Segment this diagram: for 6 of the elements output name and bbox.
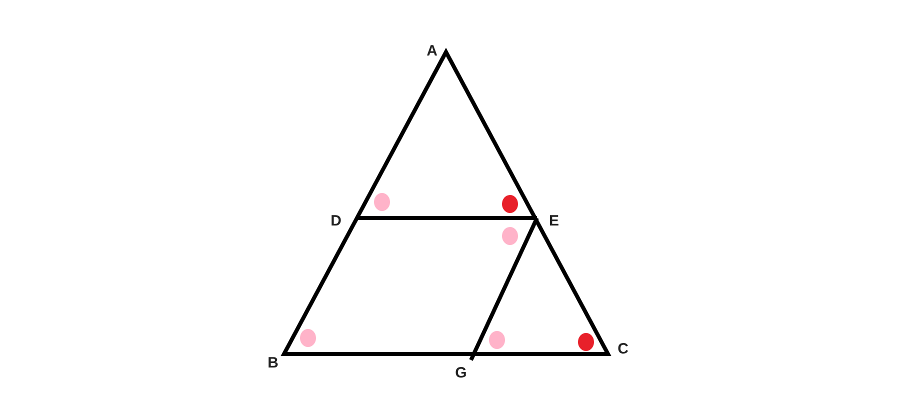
point-label: B	[268, 356, 278, 370]
point-label: A	[426, 44, 438, 58]
point-label: D	[330, 214, 342, 228]
point-label: E	[549, 214, 559, 228]
point-label: G	[455, 366, 467, 380]
point-label: C	[618, 342, 628, 356]
